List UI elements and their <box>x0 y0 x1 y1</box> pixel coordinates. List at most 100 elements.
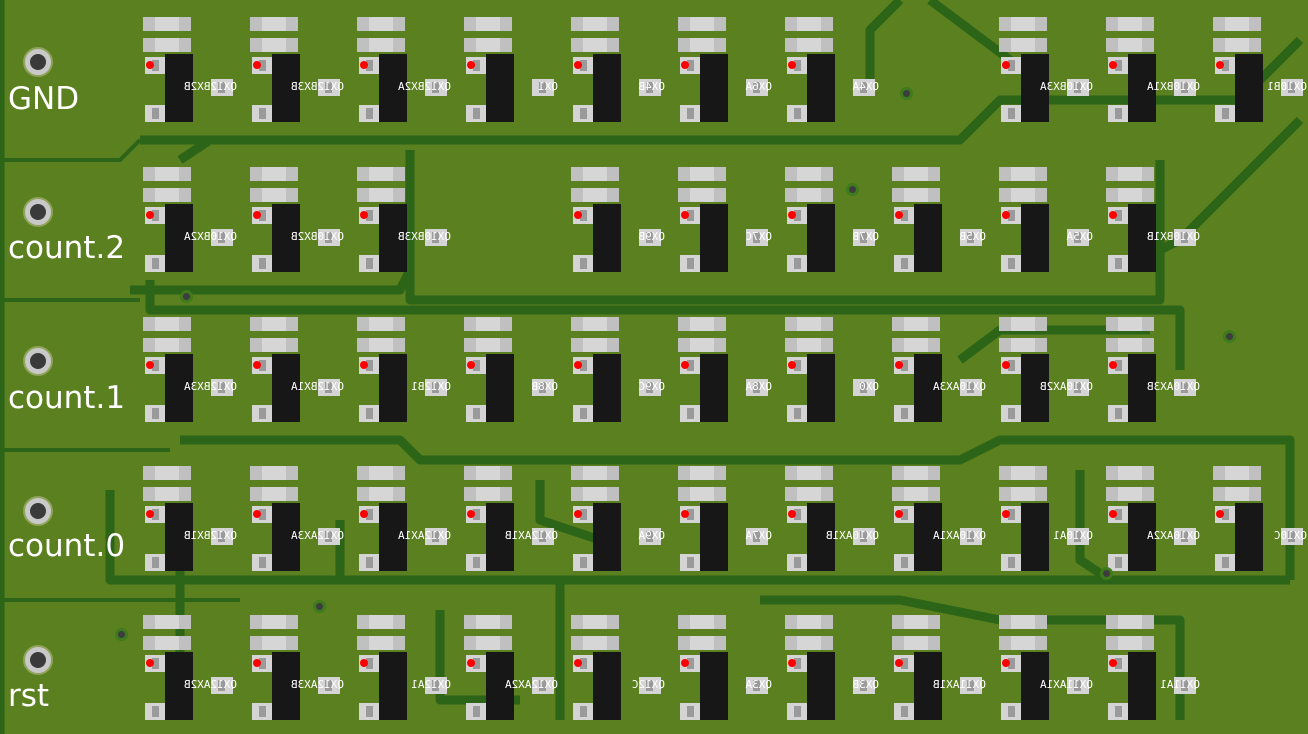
ic-body <box>486 503 514 571</box>
resistor <box>678 615 726 629</box>
transistor-qx0[interactable]: QX0 <box>785 317 885 427</box>
transistor-qx8a[interactable]: QX8A <box>678 317 778 427</box>
transistor-qx12ax1b[interactable]: QX12AX1B <box>464 466 564 576</box>
transistor-qx10bx1a[interactable]: QX10BX1A <box>1106 17 1206 127</box>
ic-body <box>486 354 514 422</box>
pad <box>359 405 381 422</box>
pin1-marker <box>788 211 796 219</box>
transistor-qx8b[interactable]: QX8B <box>464 317 564 427</box>
pin1-marker <box>467 61 475 69</box>
transistor-qx10ax3a[interactable]: QX10AX3A <box>892 317 992 427</box>
reference-designator: QX0 <box>859 380 879 393</box>
reference-designator: QX12AX1A <box>398 529 451 542</box>
ic-body <box>1128 54 1156 122</box>
transistor-qx3a[interactable]: QX3A <box>678 615 778 725</box>
ic-body <box>1021 354 1049 422</box>
pin1-marker <box>146 510 154 518</box>
pad <box>787 405 809 422</box>
transistor-qx12ax2b[interactable]: QX12AX2B <box>143 615 243 725</box>
transistor-qx12bx2a[interactable]: QX12BX2A <box>357 17 457 127</box>
pad <box>211 229 233 246</box>
pad <box>211 677 233 694</box>
transistor-qx10bx1b[interactable]: QX10BX1B <box>1106 167 1206 277</box>
transistor-qx6a[interactable]: QX6A <box>678 17 778 127</box>
pin1-marker <box>788 61 796 69</box>
transistor-qx4a[interactable]: QX4A <box>785 17 885 127</box>
transistor-qx12b1[interactable]: QX12B1 <box>357 317 457 427</box>
transistor-qx11a1[interactable]: QX11A1 <box>1106 615 1206 725</box>
transistor-qx9b[interactable]: QX9B <box>571 167 671 277</box>
pin1-marker <box>467 361 475 369</box>
resistor <box>999 338 1047 352</box>
reference-designator: QX12BX3B <box>291 80 344 93</box>
transistor-qx1[interactable]: QX1 <box>464 17 564 127</box>
transistor-qx12a1[interactable]: QX12A1 <box>357 615 457 725</box>
transistor-qx11ax1b[interactable]: QX11AX1B <box>892 615 992 725</box>
pad <box>1001 703 1023 720</box>
pad <box>1174 229 1196 246</box>
transistor-qx10ax2a[interactable]: QX10AX2A <box>1106 466 1206 576</box>
transistor-qx12bx1b[interactable]: QX12BX1B <box>143 466 243 576</box>
pad <box>532 677 554 694</box>
transistor-qx7b[interactable]: QX7B <box>785 167 885 277</box>
transistor-qx10b1[interactable]: QX10B1 <box>1213 17 1308 127</box>
pad <box>318 79 340 96</box>
transistor-qx9c[interactable]: QX9C <box>571 317 671 427</box>
transistor-qx12ax3b[interactable]: QX12AX3B <box>250 615 350 725</box>
pad <box>573 405 595 422</box>
reference-designator: QX10BX2A <box>184 230 237 243</box>
transistor-qx11ax1a[interactable]: QX11AX1A <box>999 615 1099 725</box>
test-point-count-1[interactable] <box>23 346 53 376</box>
pin1-marker <box>1002 211 1010 219</box>
transistor-qx4b[interactable]: QX4B <box>571 17 671 127</box>
transistor-qx10bx3a[interactable]: QX10BX3A <box>999 17 1099 127</box>
via <box>180 290 193 303</box>
reference-designator: QX8A <box>745 380 773 393</box>
transistor-qx10bx2a[interactable]: QX10BX2A <box>143 167 243 277</box>
transistor-qx3b[interactable]: QX3B <box>785 615 885 725</box>
transistor-qx7a[interactable]: QX7A <box>678 466 778 576</box>
resistor <box>999 636 1047 650</box>
transistor-qx10ax3b[interactable]: QX10AX3B <box>1106 317 1206 427</box>
resistor <box>1213 17 1261 31</box>
resistor <box>571 338 619 352</box>
test-point-label: count.2 <box>8 230 126 266</box>
transistor-qx5a[interactable]: QX5A <box>999 167 1099 277</box>
pad <box>532 79 554 96</box>
ic-body <box>272 503 300 571</box>
resistor <box>571 487 619 501</box>
transistor-qx12bx1a[interactable]: QX12BX1A <box>250 317 350 427</box>
pin1-marker <box>574 659 582 667</box>
resistor <box>571 466 619 480</box>
pad <box>894 405 916 422</box>
test-point-count-0[interactable] <box>23 496 53 526</box>
test-point-count-2[interactable] <box>23 197 53 227</box>
transistor-qx5b[interactable]: QX5B <box>892 167 992 277</box>
transistor-qx12ax3a[interactable]: QX12AX3A <box>250 466 350 576</box>
transistor-qx12bx3b[interactable]: QX12BX3B <box>250 17 350 127</box>
reference-designator: QX1 <box>538 80 558 93</box>
test-point-rst[interactable] <box>23 645 53 675</box>
pad <box>1001 255 1023 272</box>
transistor-qx10bx3b[interactable]: QX10BX3B <box>357 167 457 277</box>
transistor-qx7c[interactable]: QX7C <box>678 167 778 277</box>
transistor-qx12bx3a[interactable]: QX12BX3A <box>143 317 243 427</box>
pad <box>746 677 768 694</box>
test-point-gnd[interactable] <box>23 47 53 77</box>
transistor-qx10ax1b[interactable]: QX10AX1B <box>785 466 885 576</box>
resistor <box>250 636 298 650</box>
transistor-qx12ax1a[interactable]: QX12AX1A <box>357 466 457 576</box>
reference-designator: QX12BX3A <box>184 380 237 393</box>
transistor-qx10ax2b[interactable]: QX10AX2B <box>999 317 1099 427</box>
transistor-qx12bx2b[interactable]: QX12BX2B <box>143 17 243 127</box>
pad <box>1215 554 1237 571</box>
transistor-qx12c[interactable]: QX12C <box>571 615 671 725</box>
transistor-qx9a[interactable]: QX9A <box>571 466 671 576</box>
transistor-qx10ax1a[interactable]: QX10AX1A <box>892 466 992 576</box>
transistor-qx10bx2b[interactable]: QX10BX2B <box>250 167 350 277</box>
pin1-marker <box>146 659 154 667</box>
transistor-qx10a1[interactable]: QX10A1 <box>999 466 1099 576</box>
transistor-qx10c[interactable]: QX10C <box>1213 466 1308 576</box>
transistor-qx12ax2a[interactable]: QX12AX2A <box>464 615 564 725</box>
